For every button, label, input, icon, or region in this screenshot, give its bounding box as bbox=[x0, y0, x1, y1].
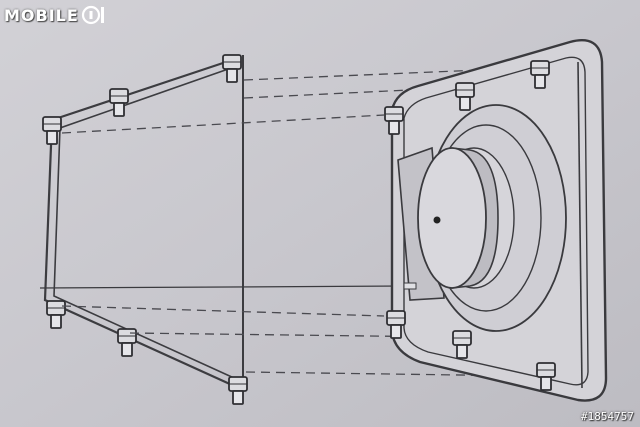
frame-outline-inner bbox=[53, 66, 235, 379]
plate-edge-right bbox=[577, 61, 583, 389]
speaker-plate bbox=[390, 39, 608, 402]
center-axis-line bbox=[39, 285, 411, 289]
magnet-face bbox=[417, 147, 487, 289]
mounting-frame bbox=[43, 55, 244, 392]
guide-line-4 bbox=[61, 305, 385, 317]
frame-outline-outer bbox=[43, 58, 233, 387]
guide-line-1 bbox=[243, 67, 529, 81]
mobile01-watermark: MOBILE bbox=[4, 4, 107, 26]
guide-line-6 bbox=[245, 371, 531, 377]
guide-line-5 bbox=[129, 332, 449, 338]
terminal-pin bbox=[403, 282, 417, 290]
magnet-center-dot bbox=[433, 216, 441, 224]
plate-inner-rim bbox=[403, 56, 589, 386]
watermark-text: MOBILE bbox=[4, 5, 79, 25]
mobile01-logo-icon bbox=[81, 5, 104, 25]
guide-line-3 bbox=[61, 114, 385, 134]
photo-id-label: #1854757 bbox=[581, 410, 634, 423]
